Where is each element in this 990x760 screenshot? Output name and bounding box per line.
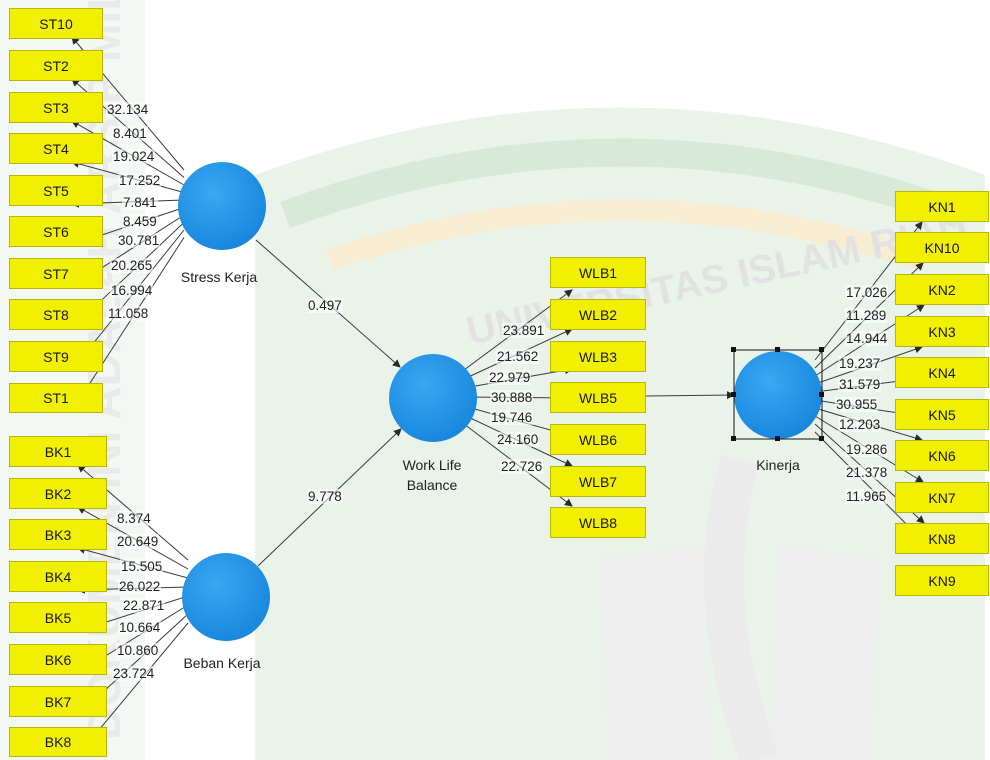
weight-bk: 10.860: [116, 643, 160, 658]
indicator-bk7[interactable]: BK7: [9, 686, 107, 717]
indicator-wlb5[interactable]: WLB5: [550, 382, 646, 413]
path-coefficient-stress-to-wlb: 0.497: [307, 298, 343, 313]
weight-wlb: 22.726: [500, 459, 544, 474]
weight-kn: 17.026: [845, 285, 889, 300]
weight-kn: 11.289: [845, 308, 888, 323]
weight-st: 17.252: [118, 173, 162, 188]
weight-kn: 30.955: [835, 397, 879, 412]
weight-wlb: 19.746: [490, 410, 534, 425]
construct-beban-kerja[interactable]: [182, 553, 270, 641]
indicator-bk6[interactable]: BK6: [9, 644, 107, 675]
weight-bk: 22.871: [122, 598, 166, 613]
path-wlb-to-kinerja: [645, 391, 735, 400]
indicator-kn2[interactable]: KN2: [895, 274, 989, 305]
connector-kn-9: [814, 431, 923, 541]
construct-label-kinerja: Kinerja: [756, 457, 800, 473]
weight-bk: 26.022: [118, 579, 162, 594]
weight-wlb: 30.888: [490, 390, 534, 405]
indicator-bk2[interactable]: BK2: [9, 478, 107, 509]
weight-wlb: 23.891: [502, 323, 546, 338]
weight-kn: 11.965: [845, 489, 888, 504]
weight-st: 16.994: [110, 283, 154, 298]
indicator-st9[interactable]: ST9: [9, 341, 103, 372]
selection-handles[interactable]: [731, 347, 824, 441]
weight-kn: 19.237: [838, 356, 882, 371]
indicator-wlb2[interactable]: WLB2: [550, 299, 646, 330]
construct-kinerja[interactable]: [734, 351, 822, 439]
connector-st-9: [71, 237, 185, 412]
indicator-st7[interactable]: ST7: [9, 258, 103, 289]
indicator-bk4[interactable]: BK4: [9, 561, 107, 592]
indicator-kn5[interactable]: KN5: [895, 399, 989, 430]
indicator-wlb8[interactable]: WLB8: [550, 507, 646, 538]
indicator-kn4[interactable]: KN4: [895, 357, 989, 388]
construct-label-beban-kerja: Beban Kerja: [183, 655, 261, 671]
indicator-kn1[interactable]: KN1: [895, 191, 989, 222]
weight-kn: 12.203: [838, 417, 882, 432]
indicator-kn3[interactable]: KN3: [895, 316, 989, 347]
construct-label-stress-kerja: Stress Kerja: [180, 269, 258, 285]
construct-stress-kerja[interactable]: [178, 162, 266, 250]
construct-work-life-balance[interactable]: [389, 354, 477, 442]
indicator-bk5[interactable]: BK5: [9, 602, 107, 633]
weight-st: 19.024: [112, 149, 156, 164]
indicator-kn8[interactable]: KN8: [895, 523, 989, 554]
weight-st: 8.459: [122, 214, 158, 229]
indicator-wlb3[interactable]: WLB3: [550, 341, 646, 372]
indicator-wlb1[interactable]: WLB1: [550, 257, 646, 288]
indicator-st4[interactable]: ST4: [9, 133, 103, 164]
indicator-kn7[interactable]: KN7: [895, 482, 989, 513]
weight-bk: 20.649: [116, 534, 160, 549]
indicator-st5[interactable]: ST5: [9, 175, 103, 206]
indicator-bk1[interactable]: BK1: [9, 436, 107, 467]
weight-wlb: 22.979: [488, 370, 532, 385]
weight-st: 11.058: [107, 306, 150, 321]
indicator-wlb7[interactable]: WLB7: [550, 466, 646, 497]
indicator-bk3[interactable]: BK3: [9, 519, 107, 550]
weight-st: 20.265: [110, 258, 154, 273]
indicator-st1[interactable]: ST1: [9, 383, 103, 413]
weight-wlb: 24.160: [496, 432, 540, 447]
weight-bk: 15.505: [120, 559, 164, 574]
indicator-wlb6[interactable]: WLB6: [550, 424, 646, 455]
indicator-kn6[interactable]: KN6: [895, 440, 989, 471]
indicator-st10[interactable]: ST10: [9, 8, 103, 39]
weight-st: 7.841: [122, 195, 158, 210]
path-coefficient-beban-to-wlb: 9.778: [307, 489, 343, 504]
indicator-kn9[interactable]: KN9: [895, 565, 989, 596]
indicator-bk8[interactable]: BK8: [9, 727, 107, 757]
indicator-st2[interactable]: ST2: [9, 50, 103, 81]
weight-bk: 23.724: [112, 666, 156, 681]
construct-label-wlb-line1: Work Life: [402, 457, 462, 473]
weight-kn: 21.378: [845, 465, 889, 480]
weight-bk: 8.374: [116, 511, 152, 526]
indicator-st6[interactable]: ST6: [9, 216, 103, 247]
weight-wlb: 21.562: [496, 349, 540, 364]
weight-st: 8.401: [112, 126, 148, 141]
indicator-st8[interactable]: ST8: [9, 299, 103, 330]
weight-kn: 14.944: [845, 331, 889, 346]
weight-kn: 31.579: [838, 377, 882, 392]
indicator-st3[interactable]: ST3: [9, 92, 103, 123]
weight-st: 30.781: [117, 233, 161, 248]
weight-bk: 10.664: [118, 620, 162, 635]
construct-label-wlb-line2: Balance: [406, 477, 458, 493]
weight-st: 32.134: [106, 102, 150, 117]
indicator-kn10[interactable]: KN10: [895, 232, 989, 263]
weight-kn: 19.286: [845, 442, 889, 457]
